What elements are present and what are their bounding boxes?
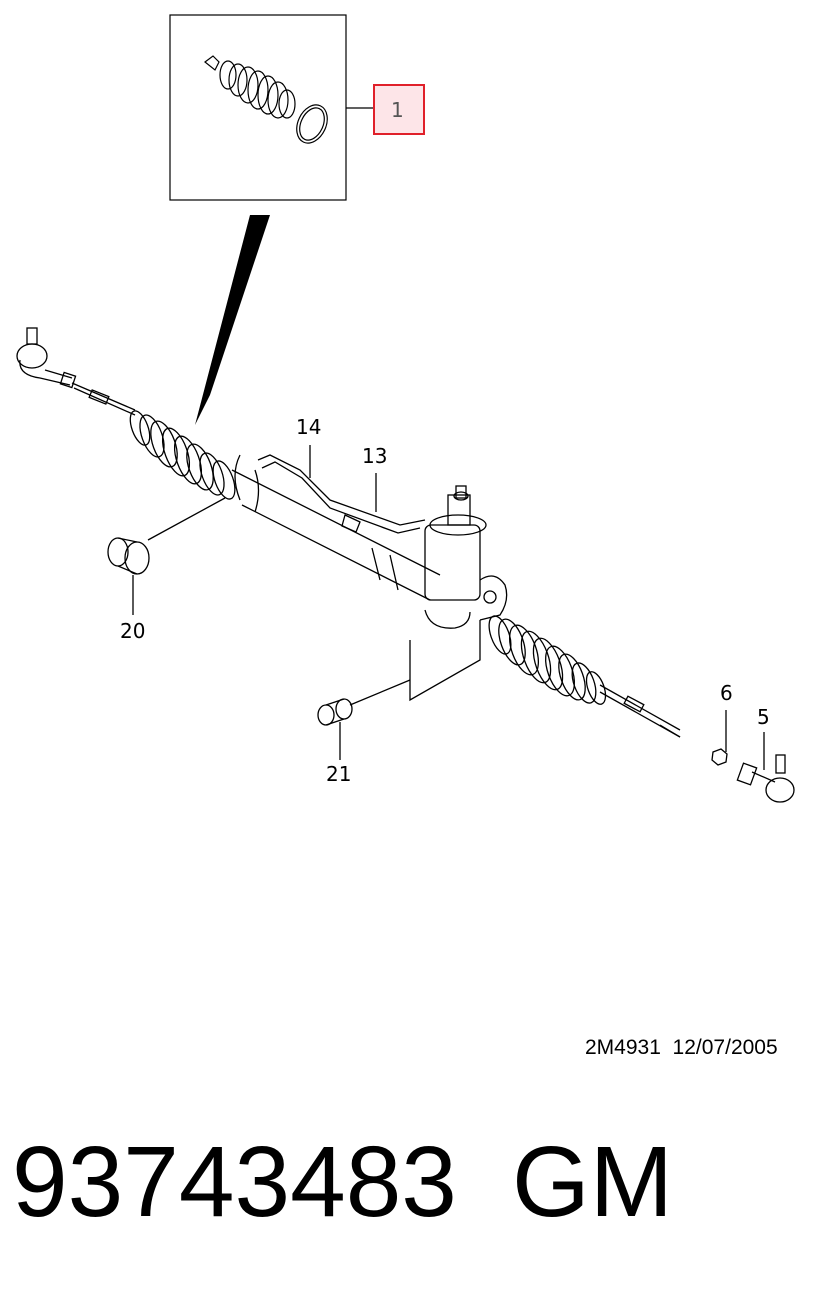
part-number: 93743483 [12,1126,457,1238]
right-bellows-boot [488,615,607,705]
steering-rack-exploded-diagram: 1 [16,14,795,803]
callout-5: 5 [757,705,770,729]
callout-1-highlight [373,84,425,135]
bushing-20-icon [107,537,150,575]
left-bellows-boot [129,410,236,500]
bellows-boot-icon [204,55,296,119]
steering-rack-assembly [16,327,795,803]
document-reference: 2M4931 12/07/2005 [585,1036,778,1059]
callout-21: 21 [326,762,351,786]
left-tie-rod-end-icon [16,327,136,416]
nut-icon [711,748,728,766]
callout-14: 14 [296,415,321,439]
inset-boot-kit [169,14,374,201]
callout-20: 20 [120,619,145,643]
callout-13: 13 [362,444,387,468]
callout-1: 1 [391,98,404,122]
inset-pointer-wedge [195,215,270,425]
clamp-ring-icon [296,104,328,144]
bushing-21-icon [317,698,353,726]
callout-6: 6 [720,681,733,705]
brand-label: GM [512,1126,674,1238]
right-tie-rod-end-icon [736,754,795,803]
pinion-valve-body [424,485,508,621]
